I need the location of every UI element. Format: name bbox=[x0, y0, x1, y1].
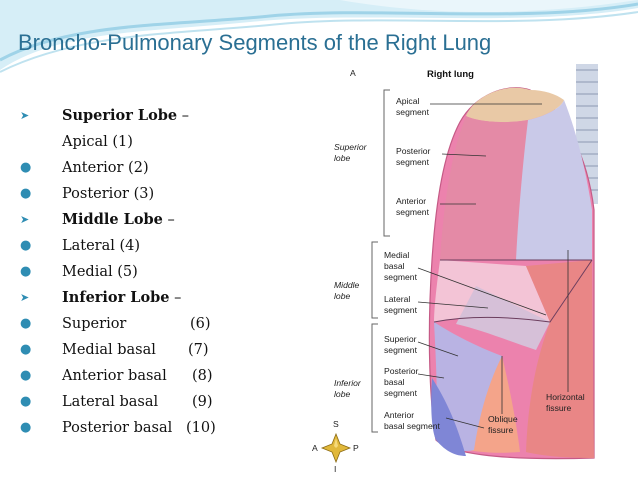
anterior-segment bbox=[516, 100, 592, 260]
bullet-text: Medial (5) bbox=[62, 264, 138, 280]
lateral-label-2: segment bbox=[384, 305, 418, 315]
lobe-brackets bbox=[371, 89, 390, 433]
list-item: ● Medial basal (7) bbox=[20, 337, 320, 363]
dot-bullet-icon: ● bbox=[20, 238, 32, 253]
bullet-number: (9) bbox=[192, 394, 213, 410]
bullet-text: Superior bbox=[62, 316, 127, 332]
list-item: ● Lateral (4) bbox=[20, 233, 320, 259]
superior-lobe-label-1: Superior bbox=[334, 142, 368, 152]
bullet-text: Inferior Lobe bbox=[62, 289, 170, 306]
middle-lobe-label-1: Middle bbox=[334, 280, 360, 290]
dot-bullet-icon: ● bbox=[20, 368, 32, 383]
bullet-text: Lateral (4) bbox=[62, 238, 141, 254]
anterior-basal-segment bbox=[526, 260, 594, 458]
compass-top-label: S bbox=[333, 419, 339, 429]
posterior-basal-label-1: Posterior bbox=[384, 366, 419, 376]
lung-diagram: A Right lung bbox=[306, 60, 598, 478]
compass-bottom-label: I bbox=[334, 464, 336, 474]
anterior-label-2: segment bbox=[396, 207, 430, 217]
dot-bullet-icon: ● bbox=[20, 160, 32, 175]
apical-segment bbox=[466, 87, 564, 123]
apical-label-1: Apical bbox=[396, 96, 419, 106]
oblique-fissure-label-1: Oblique bbox=[488, 414, 518, 424]
list-item: ● Superior (6) bbox=[20, 311, 320, 337]
middle-lobe-label-2: lobe bbox=[334, 291, 350, 301]
arrow-bullet-icon: ➤ bbox=[20, 109, 30, 122]
posterior-basal-segment bbox=[431, 378, 466, 456]
list-item: ● Lateral basal (9) bbox=[20, 389, 320, 415]
bullet-text: Apical (1) bbox=[62, 134, 133, 150]
dot-bullet-icon: ● bbox=[20, 186, 32, 201]
bullet-suffix: – bbox=[169, 290, 182, 306]
list-item: Apical (1) bbox=[20, 129, 320, 155]
bullet-number: (8) bbox=[192, 368, 213, 384]
posterior-segment bbox=[440, 116, 528, 260]
posterior-label-1: Posterior bbox=[396, 146, 431, 156]
bullet-text: Anterior basal bbox=[62, 368, 167, 384]
bullet-text: Posterior (3) bbox=[62, 186, 155, 202]
oblique-fissure-line bbox=[433, 259, 593, 323]
superior-label-2: segment bbox=[384, 345, 418, 355]
arrow-bullet-icon: ➤ bbox=[20, 291, 30, 304]
lung-figure: A Right lung bbox=[306, 60, 598, 478]
oblique-fissure-label-2: fissure bbox=[488, 425, 514, 435]
lateral-label-1: Lateral bbox=[384, 294, 410, 304]
bullet-suffix: – bbox=[162, 212, 175, 228]
dot-bullet-icon: ● bbox=[20, 394, 32, 409]
list-item: ➤ Middle Lobe – bbox=[20, 207, 320, 233]
horizontal-fissure-label-2: fissure bbox=[546, 403, 572, 413]
medial-basal-label-3: segment bbox=[384, 272, 418, 282]
horizontal-fissure-label-1: Horizontal bbox=[546, 392, 585, 402]
leader-lines bbox=[417, 103, 569, 429]
inferior-lobe-label-2: lobe bbox=[334, 389, 350, 399]
list-item: ● Medial (5) bbox=[20, 259, 320, 285]
dot-bullet-icon: ● bbox=[20, 342, 32, 357]
medial-basal-label-1: Medial bbox=[384, 250, 409, 260]
dot-bullet-icon: ● bbox=[20, 420, 32, 435]
orientation-compass-icon bbox=[320, 432, 352, 464]
anterior-label-1: Anterior bbox=[396, 196, 426, 206]
list-item: ● Anterior basal (8) bbox=[20, 363, 320, 389]
bullet-number: (10) bbox=[186, 420, 216, 436]
list-item: ● Anterior (2) bbox=[20, 155, 320, 181]
list-item: ➤ Inferior Lobe – bbox=[20, 285, 320, 311]
list-item: ● Posterior basal (10) bbox=[20, 415, 320, 441]
bullet-number: (7) bbox=[188, 342, 209, 358]
dot-bullet-icon: ● bbox=[20, 264, 32, 279]
bullet-suffix: – bbox=[177, 108, 189, 124]
bullet-text: Anterior (2) bbox=[62, 160, 149, 176]
anterior-basal-label-2: basal segment bbox=[384, 421, 441, 431]
superior-lobe-label-2: lobe bbox=[334, 153, 350, 163]
list-item: ● Posterior (3) bbox=[20, 181, 320, 207]
bullet-number: (6) bbox=[190, 316, 211, 332]
posterior-label-2: segment bbox=[396, 157, 430, 167]
bullet-text: Medial basal bbox=[62, 342, 156, 358]
lateral-segment bbox=[434, 260, 550, 322]
superior-label-1: Superior bbox=[384, 334, 417, 344]
medial-basal-label-2: basal bbox=[384, 261, 405, 271]
dot-bullet-icon: ● bbox=[20, 316, 32, 331]
posterior-basal-label-3: segment bbox=[384, 388, 418, 398]
bullet-text: Lateral basal bbox=[62, 394, 159, 410]
posterior-basal-label-2: basal bbox=[384, 377, 405, 387]
arrow-bullet-icon: ➤ bbox=[20, 213, 30, 226]
list-item: ➤ Superior Lobe – bbox=[20, 103, 320, 129]
compass-right-label: P bbox=[353, 443, 359, 453]
decorative-wave bbox=[0, 0, 638, 73]
inferior-lobe-label-1: Inferior bbox=[334, 378, 362, 388]
figure-heading: Right lung bbox=[427, 69, 474, 80]
slide-title: Broncho-Pulmonary Segments of the Right … bbox=[18, 30, 492, 55]
anterior-basal-label-1: Anterior bbox=[384, 410, 414, 420]
bullet-list: ➤ Superior Lobe – Apical (1) ● Anterior … bbox=[20, 103, 320, 441]
bullet-text: Middle Lobe bbox=[62, 211, 163, 228]
bullet-text: Superior Lobe bbox=[62, 107, 178, 124]
compass-left-label: A bbox=[312, 443, 318, 453]
apical-label-2: segment bbox=[396, 107, 430, 117]
panel-letter: A bbox=[350, 68, 356, 78]
bullet-text: Posterior basal bbox=[62, 420, 173, 436]
